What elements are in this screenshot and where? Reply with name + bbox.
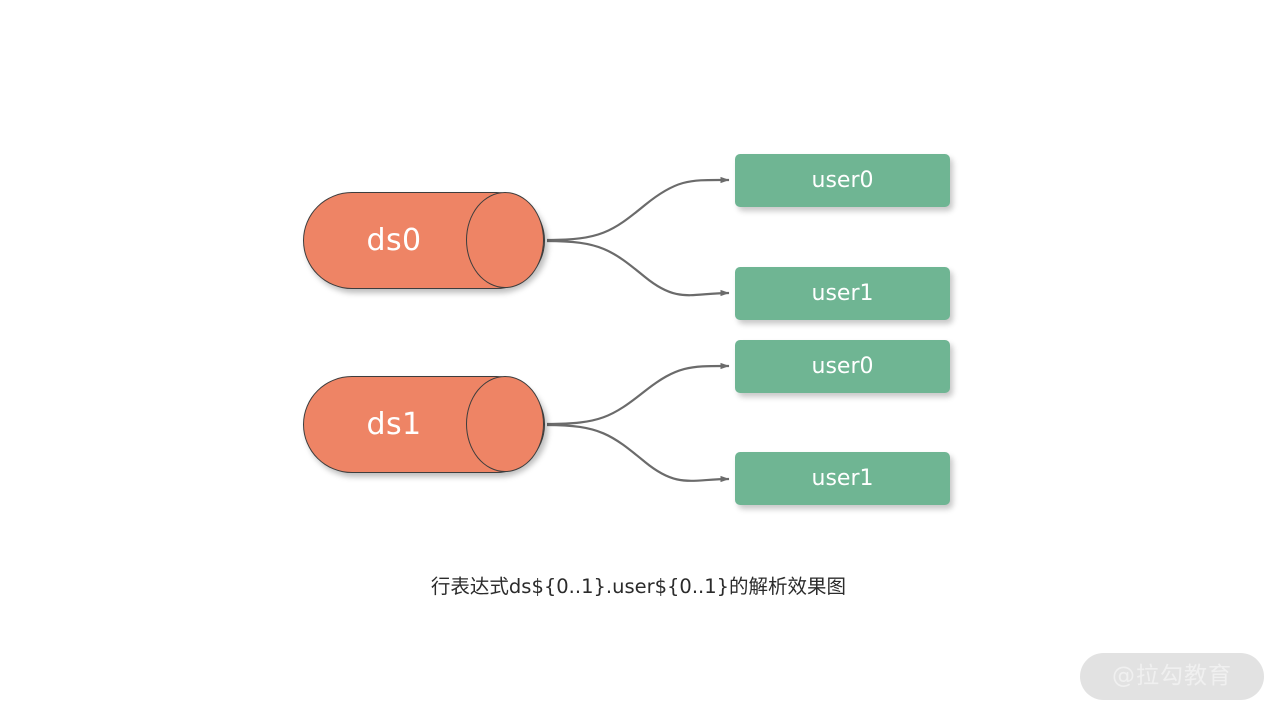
cylinder-cap: [466, 376, 544, 472]
datasource-node-ds0[interactable]: ds0: [303, 192, 545, 289]
datasource-label: ds1: [366, 406, 422, 442]
datasource-label: ds0: [366, 222, 422, 258]
watermark-text: @拉勾教育: [1112, 663, 1232, 689]
diagram-caption: 行表达式ds${0..1}.user${0..1}的解析效果图: [430, 575, 847, 598]
table-label: user1: [811, 280, 874, 306]
table-node-ds1-user0[interactable]: user0: [735, 340, 950, 393]
cylinder-cap: [466, 192, 544, 288]
table-label: user0: [811, 167, 874, 193]
edge-ds1-user0: [546, 362, 730, 426]
table-node-ds1-user1[interactable]: user1: [735, 452, 950, 505]
table-node-ds0-user1[interactable]: user1: [735, 267, 950, 320]
datasource-node-ds1[interactable]: ds1: [303, 376, 545, 473]
table-label: user0: [811, 353, 874, 379]
edge-ds1-user1: [546, 423, 730, 483]
edge-ds0-user0: [546, 176, 730, 242]
edge-ds0-user1: [546, 239, 730, 297]
table-node-ds0-user0[interactable]: user0: [735, 154, 950, 207]
table-label: user1: [811, 465, 874, 491]
watermark: @拉勾教育: [1080, 653, 1264, 700]
